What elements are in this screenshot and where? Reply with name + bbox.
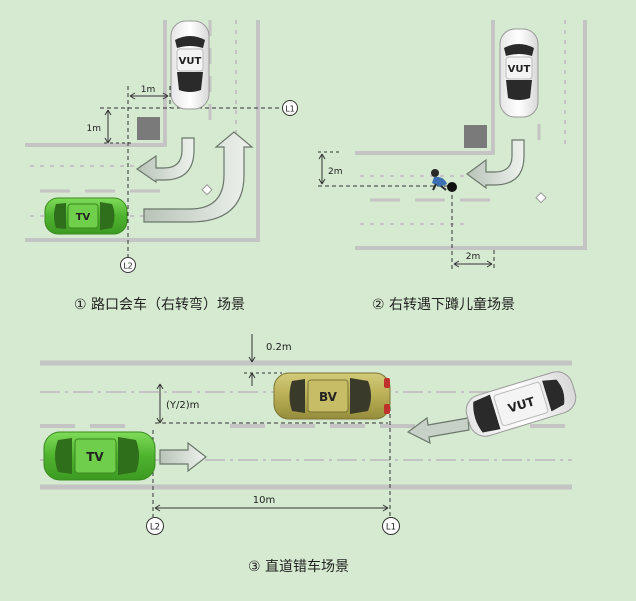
s3-bv-label: BV <box>319 390 338 404</box>
s2-vut-car: VUT <box>499 28 539 118</box>
s2-child-figure <box>431 169 447 191</box>
s2-dim-vertical-label: 2m <box>328 167 343 177</box>
s2-dim-horizontal-label: 2m <box>466 252 481 262</box>
scene-3: 0.2m (Y/2)m 10m L2 L1 BV TV <box>40 334 577 535</box>
s1-dim-vertical-label: 1m <box>87 124 102 134</box>
s1-dim-horizontal-label: 1m <box>141 85 156 95</box>
s1-l2-label: L2 <box>123 262 133 271</box>
s3-bv-car: BV <box>273 372 391 420</box>
s1-marker <box>201 184 213 196</box>
s3-l1-label: L1 <box>386 523 396 533</box>
s3-dim-distance-label: 10m <box>253 495 275 506</box>
s1-dimensions <box>100 86 283 258</box>
s1-vut-car: VUT <box>170 20 210 110</box>
s1-l1-label: L1 <box>285 105 295 114</box>
s3-l1-marker <box>382 517 400 535</box>
s1-obstacle-block <box>137 117 160 140</box>
s3-road-edges <box>40 360 572 490</box>
s1-caption: ① 路口会车（右转弯）场景 <box>74 297 246 313</box>
s2-obstacle-block <box>464 125 487 148</box>
s2-child-point <box>447 182 457 192</box>
s2-caption: ② 右转遇下蹲儿童场景 <box>372 297 516 313</box>
s1-l2-marker <box>120 257 136 273</box>
s3-dim-gap-label: 0.2m <box>266 342 292 353</box>
s3-caption: ③ 直道错车场景 <box>248 559 350 575</box>
s3-l2-marker <box>146 517 164 535</box>
s3-tv-direction-arrow <box>159 441 207 473</box>
s1-vut-label: VUT <box>179 56 202 67</box>
s3-tv-label: TV <box>86 450 104 464</box>
s3-l2-label: L2 <box>150 523 160 533</box>
s1-l1-marker <box>282 100 298 116</box>
s3-dim-offset-label: (Y/2)m <box>166 400 199 411</box>
s1-tv-car: TV <box>44 197 128 235</box>
scene-2: 2m 2m VUT <box>318 20 587 270</box>
s1-road-edges <box>25 20 260 242</box>
s1-vut-path-arrow <box>135 137 195 184</box>
s2-dimensions <box>318 151 495 270</box>
s1-tv-label: TV <box>76 212 91 223</box>
scene-1: 1m 1m L1 L2 VUT TV <box>25 20 298 273</box>
s2-vut-label: VUT <box>508 64 531 75</box>
s2-marker <box>535 192 547 204</box>
s3-vut-car: VUT <box>465 371 577 437</box>
s3-vut-direction-arrow <box>406 416 470 445</box>
s3-tv-car: TV <box>43 431 156 481</box>
s1-tv-path-arrow <box>143 131 254 223</box>
s3-dimensions <box>152 334 391 517</box>
s2-road-edges <box>355 20 587 250</box>
s2-vut-path-arrow <box>465 139 525 190</box>
